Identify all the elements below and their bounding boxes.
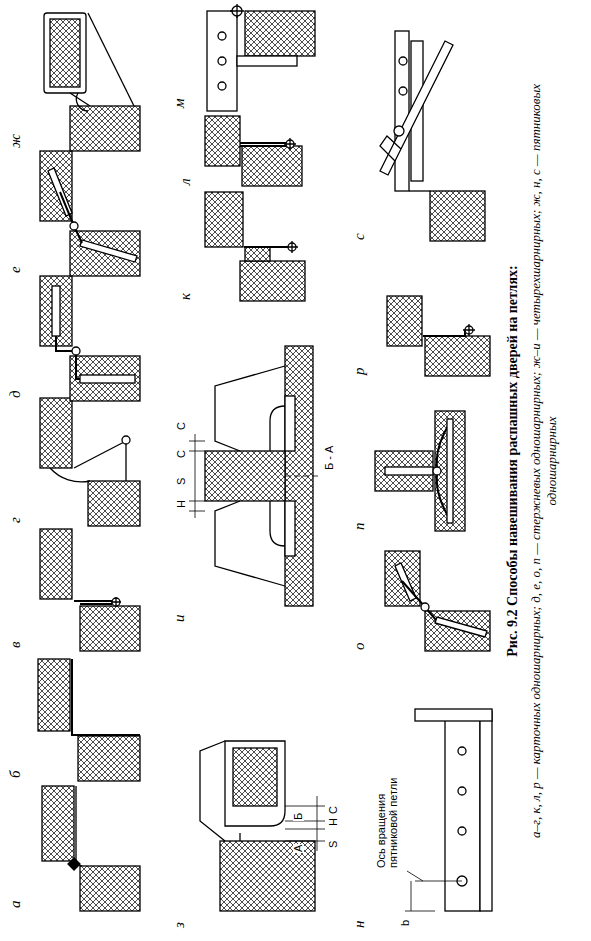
dimension-label: C xyxy=(328,805,339,815)
dimension-label: S xyxy=(176,477,187,486)
dimension-label: S xyxy=(328,840,339,849)
dimension-label: H xyxy=(176,499,187,509)
dimension-label: b xyxy=(400,919,411,927)
figure-letter: к xyxy=(178,292,193,301)
section-label: Б - А xyxy=(324,445,335,471)
figure-letter: р xyxy=(352,367,367,377)
figure-letter: д xyxy=(8,389,23,399)
figure-letter: з xyxy=(172,921,187,929)
dimension-label: Б xyxy=(293,812,304,821)
figure-letter: ж xyxy=(8,133,23,149)
dimension-label: C xyxy=(176,421,187,431)
dimension-label: C xyxy=(176,449,187,459)
figure-letter: с xyxy=(352,232,367,241)
figure-letter: п xyxy=(352,522,367,532)
dimension-label: H xyxy=(328,817,339,827)
caption-key: а–г, к, л, р — карточных одношарнирных; … xyxy=(528,41,561,881)
axis-note: Ось вращения пятниковой петли xyxy=(375,747,399,869)
figure-letter: г xyxy=(8,516,23,524)
figure-letter: и xyxy=(172,614,187,624)
figure-letter: о xyxy=(352,642,367,652)
figure-letter: н xyxy=(352,920,367,929)
dimension-label: A xyxy=(293,844,304,853)
figure-letter: м xyxy=(172,97,187,109)
figure-letter: е xyxy=(8,265,23,274)
figure-letter: а xyxy=(8,900,23,910)
figure-caption: Рис. 9.2 Способы навешивания распашных д… xyxy=(505,41,521,881)
figure-letter: л xyxy=(178,177,193,186)
figure-letter: б xyxy=(8,769,23,779)
figure-letter: в xyxy=(8,640,23,649)
